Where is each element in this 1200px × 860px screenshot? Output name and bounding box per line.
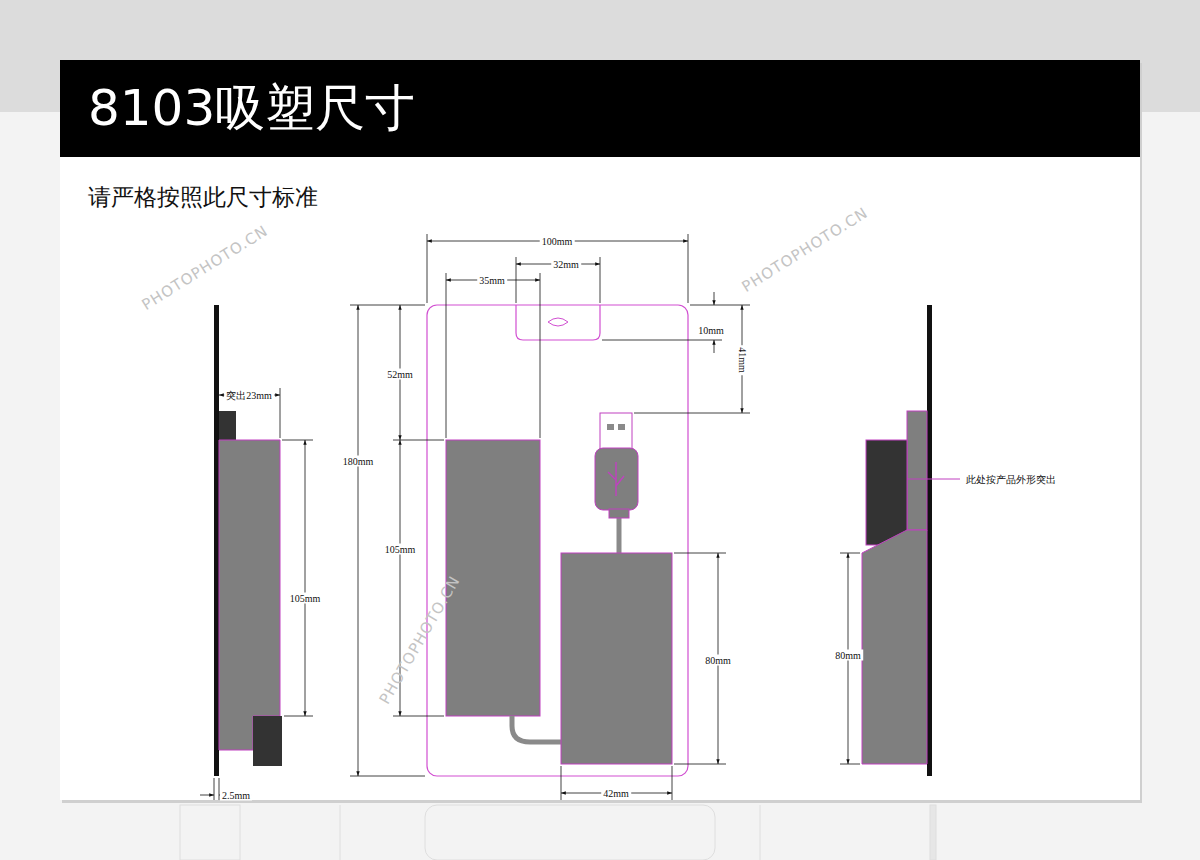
card [60, 60, 1140, 800]
dimension-label: 32mm [551, 259, 581, 270]
dimension-label: 41mm [737, 345, 748, 375]
faded-background [180, 805, 936, 860]
dimension-label: 105mm [288, 593, 323, 604]
dimension-label: 2.5mm [220, 790, 252, 801]
dimension-label: 180mm [341, 456, 376, 467]
dimension-label: 80mm [703, 655, 733, 666]
watermark: PHOTOPHOTO.CN [377, 573, 464, 707]
dimension-label: 突出23mm [224, 390, 274, 401]
dimension-label: 100mm [540, 236, 575, 247]
watermark: PHOTOPHOTO.CN [739, 205, 871, 296]
left-side-view [214, 305, 282, 776]
dimension-label: 105mm [383, 544, 418, 555]
dimension-lines [350, 234, 750, 800]
page-title: 8103吸塑尺寸 [88, 81, 415, 136]
subtitle: 请严格按照此尺寸标准 [88, 185, 318, 210]
front-view [427, 305, 688, 776]
note-text: 此处按产品外形突出 [964, 474, 1058, 485]
right-side-view [862, 305, 960, 776]
dimension-label: 80mm [833, 650, 863, 661]
dimension-label: 35mm [477, 275, 507, 286]
title-bar [60, 60, 1140, 157]
dimension-label: 52mm [385, 369, 415, 380]
dimension-label: 10mm [696, 325, 726, 336]
dimension-label: 42mm [601, 788, 631, 799]
watermark: PHOTOPHOTO.CN [139, 223, 271, 314]
